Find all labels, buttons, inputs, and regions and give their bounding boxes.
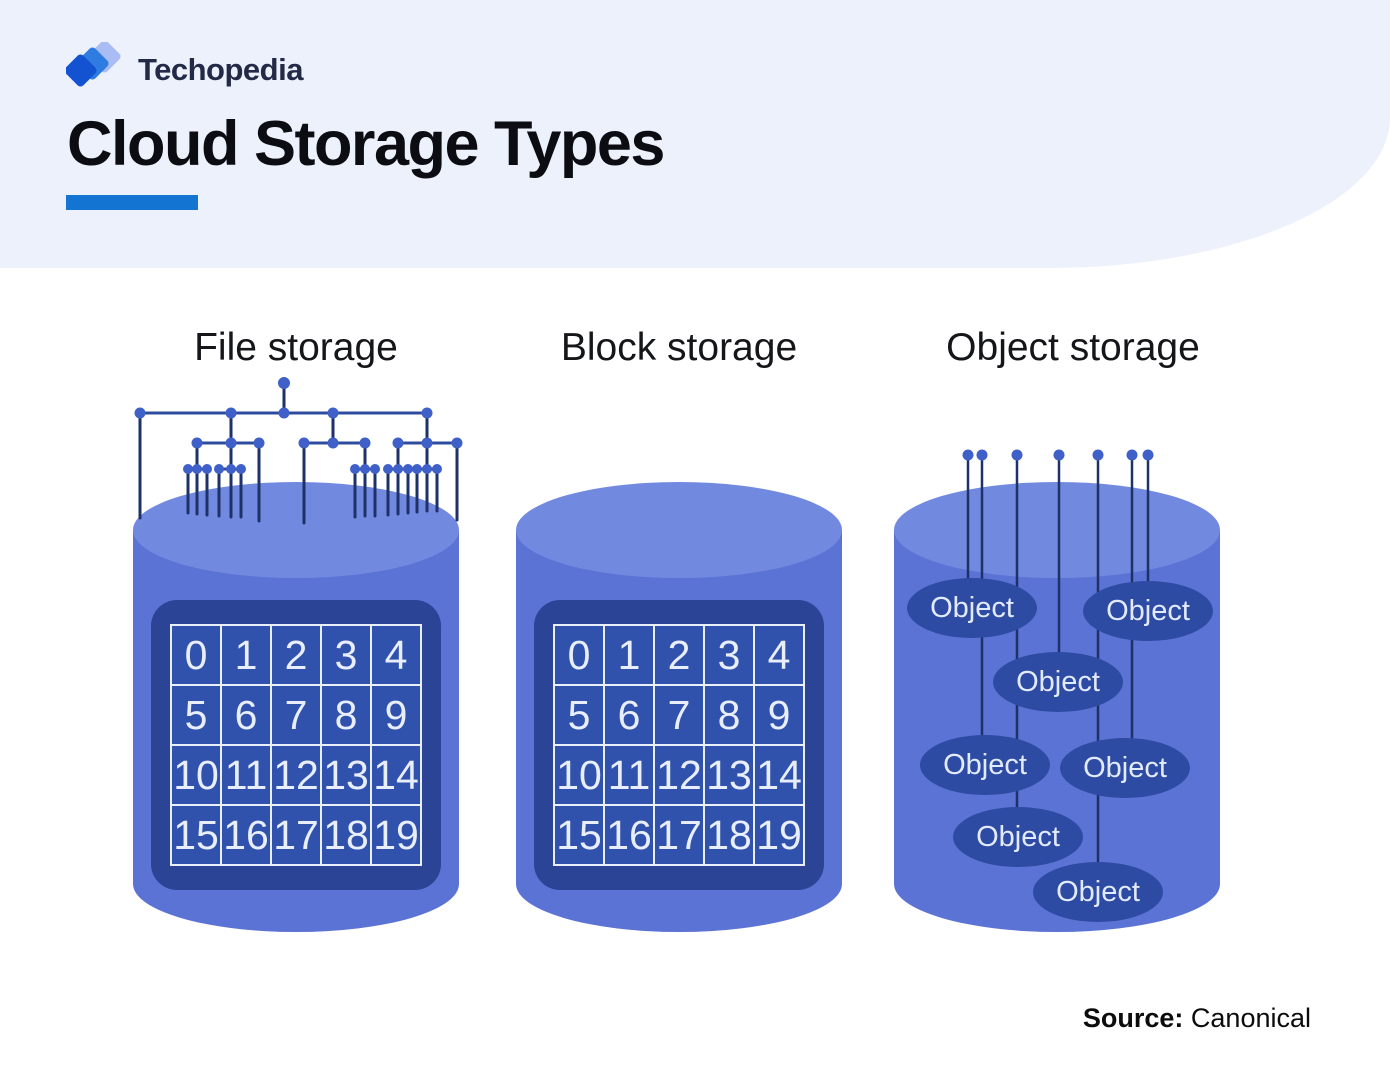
object-ellipse: Object (1083, 581, 1213, 641)
file-block: 13 (322, 746, 370, 804)
file-block: 5 (172, 686, 220, 744)
block-block: 10 (555, 746, 603, 804)
block-block: 19 (755, 806, 803, 864)
object-ellipse: Object (907, 578, 1037, 638)
object-ellipse: Object (1060, 738, 1190, 798)
block-block-grid: 0 1 2 3 4 5 6 7 8 9 10 11 12 13 14 15 16… (553, 624, 805, 866)
block-block-panel: 0 1 2 3 4 5 6 7 8 9 10 11 12 13 14 15 16… (534, 600, 824, 890)
block-block: 9 (755, 686, 803, 744)
block-block: 1 (605, 626, 653, 684)
block-cylinder-top (516, 482, 842, 578)
brand-logo: Techopedia (66, 42, 303, 98)
file-block: 7 (272, 686, 320, 744)
file-block: 19 (372, 806, 420, 864)
file-block: 4 (372, 626, 420, 684)
brand-name: Techopedia (138, 52, 303, 87)
source-label: Source: (1082, 1003, 1184, 1033)
file-block: 2 (272, 626, 320, 684)
object-cylinder-top (894, 482, 1220, 578)
block-storage-cylinder: 0 1 2 3 4 5 6 7 8 9 10 11 12 13 14 15 16… (516, 482, 842, 932)
block-block: 4 (755, 626, 803, 684)
block-block: 5 (555, 686, 603, 744)
header-band: Techopedia Cloud Storage Types (0, 0, 1390, 268)
block-block: 2 (655, 626, 703, 684)
source-attribution: Source: Canonical (1083, 1003, 1311, 1034)
block-block: 14 (755, 746, 803, 804)
object-ellipse: Object (953, 807, 1083, 867)
file-block: 10 (172, 746, 220, 804)
block-block: 13 (705, 746, 753, 804)
file-block: 11 (222, 746, 270, 804)
block-block: 16 (605, 806, 653, 864)
block-block: 3 (705, 626, 753, 684)
source-value: Canonical (1190, 1003, 1311, 1033)
block-block: 12 (655, 746, 703, 804)
block-block: 0 (555, 626, 603, 684)
file-block: 6 (222, 686, 270, 744)
file-block: 1 (222, 626, 270, 684)
file-block: 8 (322, 686, 370, 744)
file-block: 18 (322, 806, 370, 864)
file-block-panel: 0 1 2 3 4 5 6 7 8 9 10 11 12 13 14 15 16… (151, 600, 441, 890)
label-file-storage: File storage (194, 326, 398, 369)
techopedia-logo-icon (66, 42, 121, 87)
block-block: 17 (655, 806, 703, 864)
block-block: 11 (605, 746, 653, 804)
file-block-grid: 0 1 2 3 4 5 6 7 8 9 10 11 12 13 14 15 16… (170, 624, 422, 866)
file-block: 14 (372, 746, 420, 804)
file-block: 9 (372, 686, 420, 744)
page-title: Cloud Storage Types (67, 109, 665, 179)
block-block: 15 (555, 806, 603, 864)
label-object-storage: Object storage (946, 326, 1200, 369)
block-block: 7 (655, 686, 703, 744)
file-block: 17 (272, 806, 320, 864)
title-underline (66, 195, 198, 210)
file-storage-cylinder: 0 1 2 3 4 5 6 7 8 9 10 11 12 13 14 15 16… (133, 482, 459, 932)
object-ellipse: Object (1033, 862, 1163, 922)
block-block: 8 (705, 686, 753, 744)
file-block: 3 (322, 626, 370, 684)
file-block: 15 (172, 806, 220, 864)
file-block: 0 (172, 626, 220, 684)
block-block: 6 (605, 686, 653, 744)
label-block-storage: Block storage (560, 326, 798, 369)
object-ellipse: Object (993, 652, 1123, 712)
object-ellipse: Object (920, 735, 1050, 795)
block-block: 18 (705, 806, 753, 864)
file-block: 12 (272, 746, 320, 804)
file-block: 16 (222, 806, 270, 864)
file-cylinder-top (133, 482, 459, 578)
